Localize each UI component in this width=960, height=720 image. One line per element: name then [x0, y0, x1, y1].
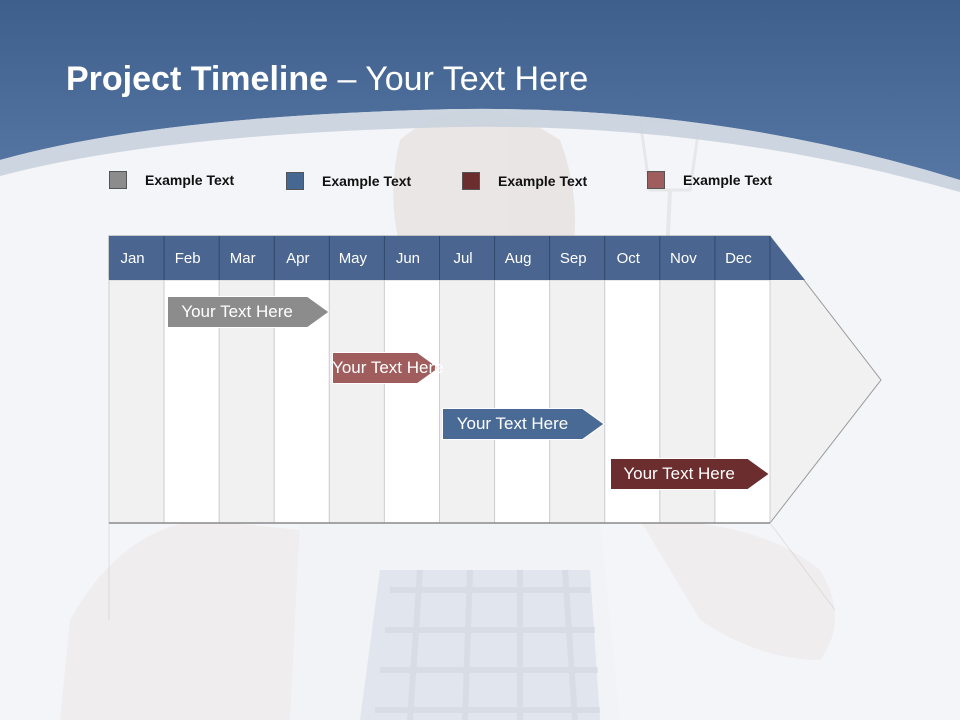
task-label: Your Text Here	[456, 414, 569, 433]
month-column	[108, 279, 165, 524]
month-label-sep: Sep	[559, 250, 587, 267]
slide-title: Project Timeline – Your Text Here	[66, 60, 588, 99]
task-arrow-shape	[166, 296, 330, 328]
task-arrow-path	[166, 296, 330, 328]
month-label-jun: Jun	[395, 250, 421, 267]
task-arrow-shape	[332, 352, 440, 384]
task-bar-4[interactable]: Your Text Here	[610, 458, 770, 490]
legend-item-1: Example Text	[109, 171, 234, 189]
month-column	[549, 279, 606, 524]
legend-label: Example Text	[145, 172, 235, 188]
month-column	[328, 279, 385, 524]
task-label: Your Text Here	[332, 358, 444, 377]
month-label-mar: Mar	[229, 250, 256, 267]
task-label: Your Text Here	[623, 464, 735, 483]
month-label-dec: Dec	[725, 250, 752, 267]
month-column	[383, 279, 440, 524]
task-arrow-path	[332, 352, 440, 384]
month-header-band	[109, 236, 805, 280]
month-column	[439, 279, 496, 524]
legend-swatch	[286, 172, 304, 190]
month-label-jan: Jan	[120, 250, 145, 267]
task-bar-2[interactable]: Your Text Here	[332, 352, 444, 384]
legend-item-4: Example Text	[647, 171, 772, 189]
legend-label: Example Text	[498, 173, 588, 189]
legend-swatch	[647, 171, 665, 189]
month-column	[494, 279, 551, 524]
month-label-feb: Feb	[174, 250, 201, 267]
legend-item-3: Example Text	[462, 172, 587, 190]
task-bar-1[interactable]: Your Text Here	[166, 296, 330, 328]
legend-item-2: Example Text	[286, 172, 411, 190]
legend-label: Example Text	[322, 173, 412, 189]
task-label: Your Text Here	[181, 302, 293, 321]
legend-swatch	[109, 171, 127, 189]
title-rest: – Your Text Here	[328, 60, 589, 98]
task-arrow-path	[610, 458, 770, 490]
month-label-aug: Aug	[504, 250, 532, 267]
month-label-may: May	[338, 250, 368, 267]
task-arrow-path	[442, 408, 605, 440]
legend-swatch	[462, 172, 480, 190]
legend-label: Example Text	[683, 172, 773, 188]
task-bar-3[interactable]: Your Text Here	[442, 408, 605, 440]
title-bold: Project Timeline	[66, 60, 329, 98]
month-label-oct: Oct	[616, 250, 640, 267]
header-band	[0, 0, 960, 192]
task-arrow-shape	[610, 458, 770, 490]
month-label-nov: Nov	[670, 250, 697, 267]
month-label-apr: Apr	[286, 250, 310, 267]
month-label-jul: Jul	[453, 250, 473, 267]
task-arrow-shape	[442, 408, 605, 440]
